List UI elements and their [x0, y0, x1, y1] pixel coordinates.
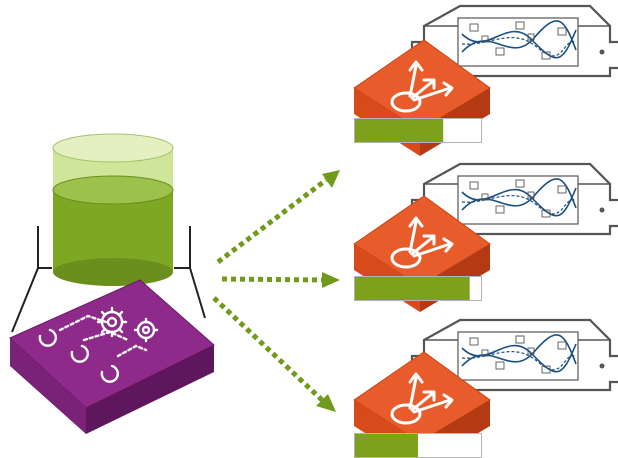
- load-bar: [354, 433, 482, 458]
- node-1: [352, 4, 618, 158]
- node-3: [352, 318, 618, 458]
- load-bar-fill: [355, 434, 418, 457]
- arrow-to-node-3: [212, 296, 336, 412]
- mount-lines: [11, 226, 206, 333]
- arrow-to-node-2: [221, 272, 340, 288]
- controller-gears-icon: [9, 279, 215, 434]
- arrow-to-node-1: [216, 170, 340, 264]
- flow-arrows: [212, 170, 340, 412]
- database-cylinder-icon: [52, 133, 174, 286]
- load-bar-fill: [355, 277, 470, 300]
- load-bar-fill: [355, 119, 444, 142]
- node-2: [352, 162, 618, 314]
- load-bar: [354, 276, 482, 301]
- load-bar: [354, 118, 482, 143]
